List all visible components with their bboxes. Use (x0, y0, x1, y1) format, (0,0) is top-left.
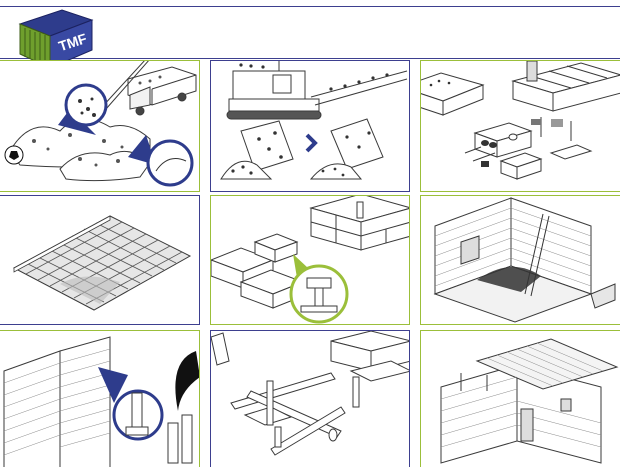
roofed-house-icon (440, 338, 619, 464)
step-6-build-walls (420, 195, 620, 325)
block-mould-icon (421, 61, 620, 180)
walls-house-icon (433, 197, 616, 323)
step-5-interlock-blocks (210, 195, 410, 325)
top-rule (0, 6, 620, 7)
step-8-connect-joints (210, 330, 410, 467)
step-1-collect-rubble (0, 60, 200, 192)
rebar-wall-icon (3, 336, 199, 467)
step-7-reinforce-wall (0, 330, 200, 467)
pipe-joint-icon (211, 331, 409, 456)
interlocking-blocks-icon (211, 196, 409, 324)
second-rule (0, 58, 620, 59)
step-2-crush-rubble (210, 60, 410, 192)
foundation-grid-icon (12, 215, 192, 311)
crusher-icon (220, 61, 408, 180)
shovel-rubble-icon (4, 61, 197, 187)
step-4-lay-foundation (0, 195, 200, 325)
step-9-roof-house (420, 330, 620, 467)
step-3-mould-blocks (420, 60, 620, 192)
